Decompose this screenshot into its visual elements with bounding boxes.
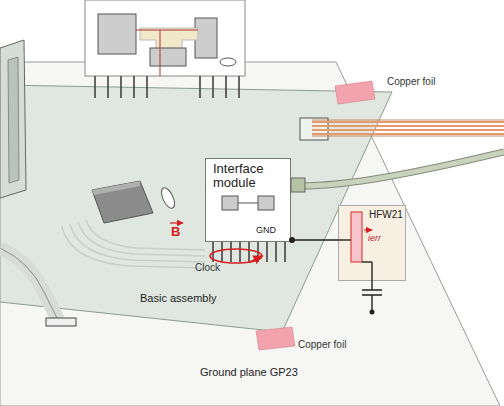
trace-area <box>140 28 198 64</box>
node-label: GND <box>256 226 286 236</box>
probe-box: HFW21 ierr <box>338 205 406 281</box>
interface-module: Interface moduleGND <box>205 158 291 242</box>
ground-plane-shape <box>0 62 500 406</box>
part-label: Clock <box>195 262 220 273</box>
node-title: HFW21 <box>369 209 406 220</box>
part-label: Copper foil <box>387 76 435 87</box>
node-title: Interface module <box>213 162 283 191</box>
ic-chip <box>195 18 217 58</box>
part-label: B <box>171 225 180 239</box>
part-label: Copper foil <box>298 339 346 350</box>
node-label: ierr <box>368 234 398 244</box>
node-title: Ground plane GP23 <box>200 366 370 378</box>
node-title: Basic assembly <box>140 292 250 304</box>
ic-chip <box>98 14 136 54</box>
pcb-board-shape <box>0 85 392 332</box>
